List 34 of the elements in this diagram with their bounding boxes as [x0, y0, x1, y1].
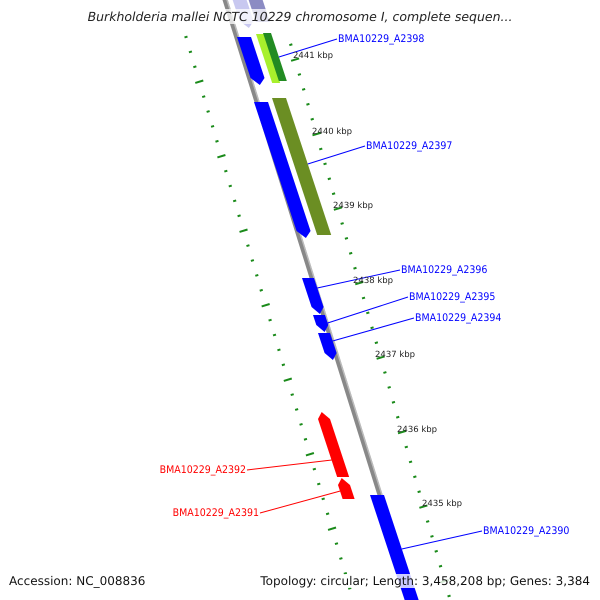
leader-line — [307, 146, 366, 164]
genome-summary: Topology: circular; Length: 3,458,208 bp; Genes: 3,384 — [260, 574, 590, 588]
gene-segment — [237, 37, 265, 85]
scale-label: 2439 kbp — [333, 201, 374, 211]
leader-line — [332, 318, 414, 342]
scale-label: 2441 kbp — [293, 51, 334, 61]
gene-segment — [318, 412, 350, 477]
leader-line — [401, 530, 482, 550]
gene-segment — [263, 33, 287, 81]
leader-line — [327, 296, 408, 324]
leader-line — [316, 270, 400, 288]
map-title: Burkholderia mallei NCTC 10229 chromosome I, complete sequen... — [88, 9, 512, 24]
gene-label: BMA10229_A2391 — [172, 507, 259, 519]
scale-label: 2436 kbp — [397, 425, 438, 435]
gene-segment — [338, 478, 355, 499]
gene-label: BMA10229_A2397 — [366, 140, 452, 152]
gene-label: BMA10229_A2398 — [338, 33, 424, 45]
gene-label: BMA10229_A2395 — [409, 291, 496, 303]
leader-line — [246, 460, 332, 470]
gene-label: BMA10229_A2390 — [483, 525, 570, 537]
gene-segment — [272, 98, 332, 235]
gene-label: BMA10229_A2392 — [160, 464, 246, 476]
leader-line — [260, 490, 341, 514]
scale-label: 2437 kbp — [375, 350, 416, 360]
accession-text: Accession: NC_008836 — [9, 574, 146, 588]
gene-segment — [254, 102, 311, 238]
scale-label: 2440 kbp — [312, 127, 352, 137]
gene-segment — [318, 333, 337, 360]
leader-line — [278, 38, 338, 58]
scale-label: 2438 kbp — [353, 276, 394, 286]
gene-segment — [313, 315, 328, 332]
gene-segment — [256, 34, 280, 83]
gene-label: BMA10229_A2394 — [415, 312, 502, 324]
gene-label: BMA10229_A2396 — [401, 264, 488, 276]
